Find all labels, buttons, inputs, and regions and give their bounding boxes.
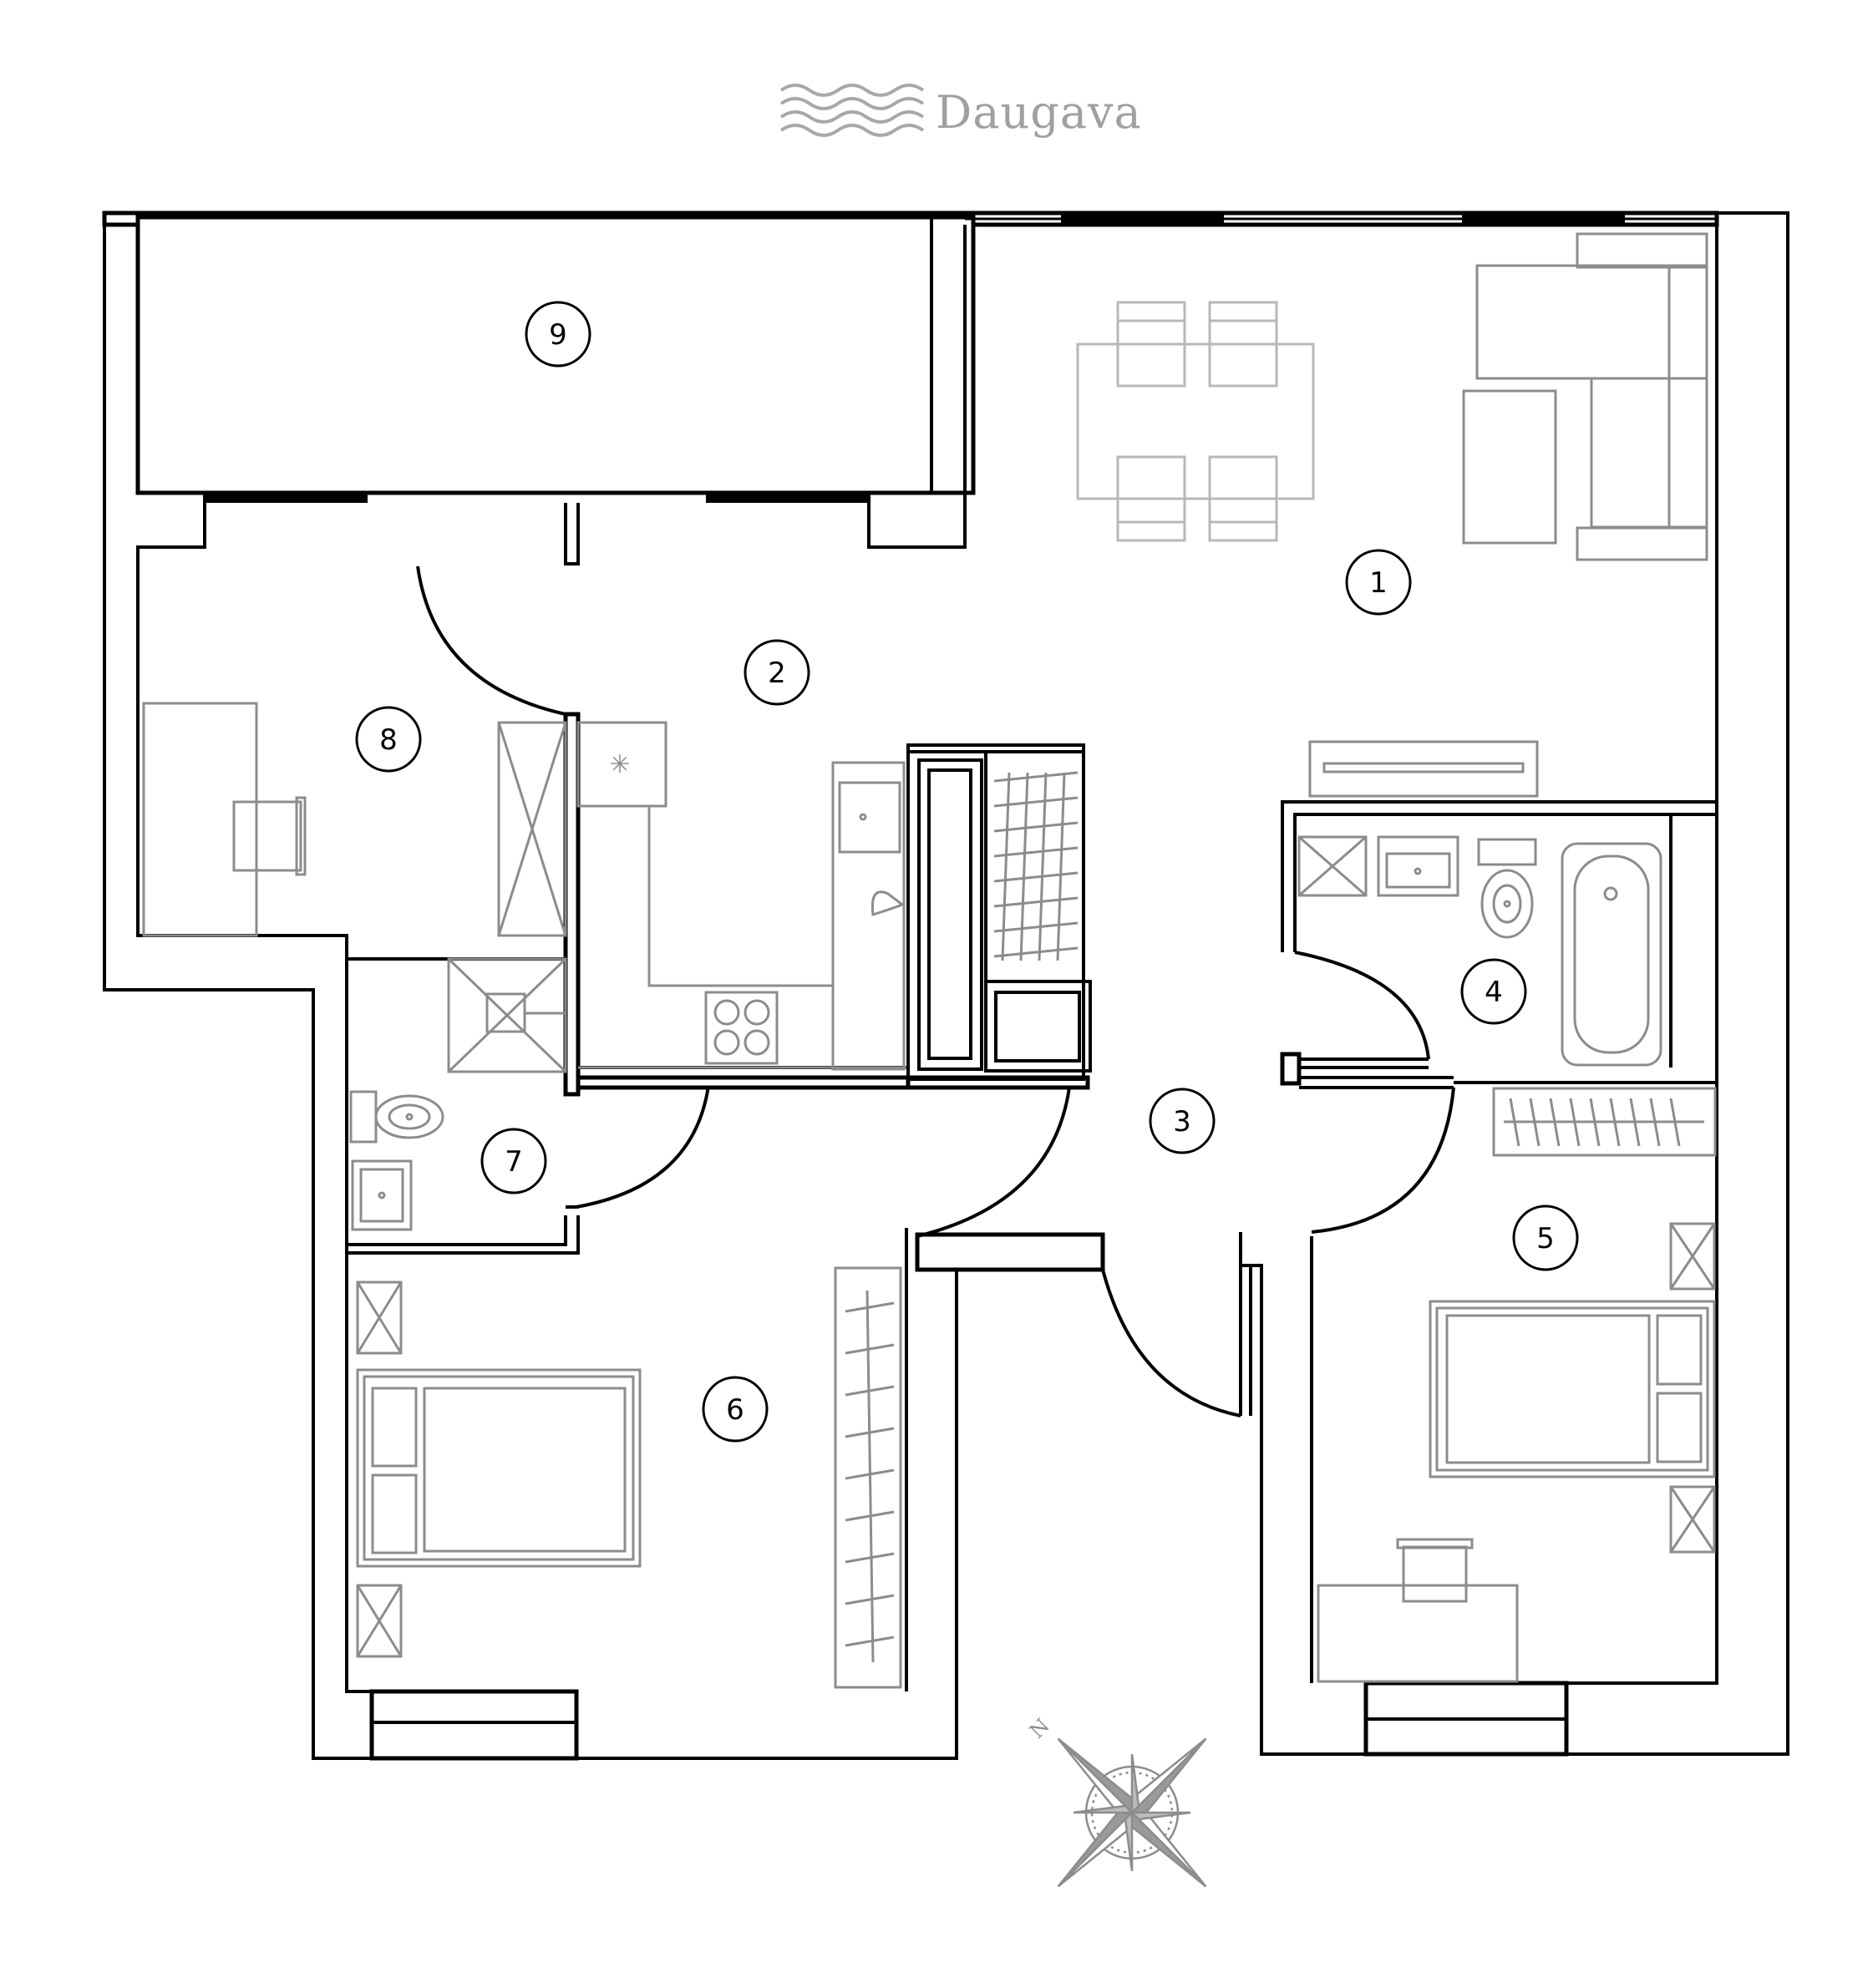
room-label-2: 2	[744, 639, 810, 706]
svg-text:6: 6	[726, 1393, 744, 1427]
svg-text:8: 8	[379, 723, 398, 757]
room-label-6: 6	[702, 1376, 769, 1443]
bathroom-fixtures	[1297, 835, 1662, 1067]
wc-fixtures	[349, 957, 567, 1231]
dining-table	[1076, 301, 1315, 542]
desk-room-8	[142, 702, 307, 937]
compass-rose-icon: N	[1025, 1714, 1207, 1888]
room-label-1: 1	[1345, 549, 1412, 616]
built-in-wardrobe-kitchen	[906, 743, 1092, 1081]
svg-text:2: 2	[768, 657, 786, 690]
wardrobe-room-8	[497, 721, 567, 937]
bedroom-5-furniture	[1317, 1087, 1717, 1683]
svg-text:5: 5	[1536, 1222, 1555, 1255]
kitchen-counter: ✳	[576, 721, 908, 1071]
svg-text:✳: ✳	[609, 750, 630, 779]
room-label-8: 8	[355, 706, 422, 773]
windows	[205, 213, 1717, 1761]
sofa	[1462, 232, 1708, 561]
svg-text:1: 1	[1369, 566, 1388, 600]
compass-north-label: N	[1025, 1714, 1054, 1743]
svg-text:9: 9	[549, 318, 567, 352]
interior-walls	[345, 503, 1717, 1691]
room-label-9: 9	[525, 301, 591, 368]
room-label-7: 7	[480, 1128, 547, 1194]
room-label-5: 5	[1512, 1204, 1579, 1271]
room-label-3: 3	[1149, 1088, 1216, 1154]
waves-icon	[779, 84, 925, 137]
bedroom-6-furniture	[356, 1266, 902, 1689]
svg-text:7: 7	[505, 1145, 523, 1179]
svg-text:3: 3	[1173, 1105, 1191, 1139]
room-label-4: 4	[1460, 958, 1527, 1025]
doors	[416, 565, 1455, 1417]
svg-text:4: 4	[1485, 976, 1503, 1009]
tv-unit	[1308, 740, 1539, 798]
river-label: Daugava	[936, 86, 1142, 139]
